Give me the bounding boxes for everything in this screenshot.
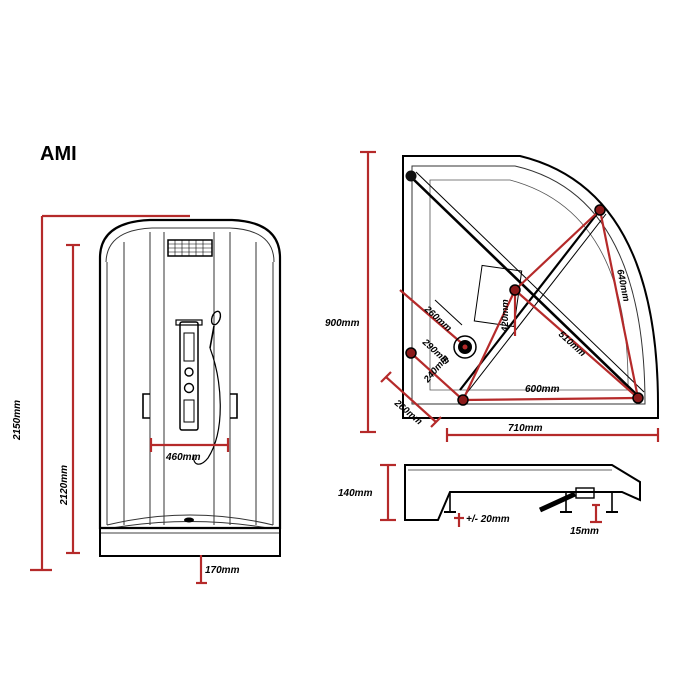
dim-line bbox=[598, 209, 640, 399]
corner-foot-marker bbox=[405, 170, 417, 182]
left-door-handle bbox=[142, 393, 150, 419]
hand-shower-handle bbox=[209, 325, 215, 349]
door-width-label: 460mm bbox=[165, 452, 201, 463]
tray-inner-curve bbox=[106, 514, 274, 526]
dim-line bbox=[514, 289, 639, 399]
short-vertical-label: 420mm bbox=[500, 299, 511, 333]
total-height-label: 2150mm bbox=[12, 400, 23, 441]
dim-line bbox=[385, 376, 437, 423]
dim-line bbox=[380, 371, 392, 383]
shower-head-grille bbox=[168, 240, 212, 256]
frame-bar-edge bbox=[465, 213, 607, 395]
foot-marker bbox=[509, 284, 521, 296]
dim-line bbox=[430, 416, 442, 428]
front-view: 2150mm 2120mm 460mm 170mm bbox=[12, 214, 282, 585]
basin-block bbox=[473, 264, 523, 328]
column-lower-panel bbox=[183, 399, 195, 423]
leg-adjust-label: +/- 20mm bbox=[466, 514, 510, 525]
frame-bar-edge bbox=[415, 171, 645, 393]
dim-line bbox=[514, 209, 601, 291]
glass-height-label: 2120mm bbox=[59, 465, 70, 506]
waste-trap bbox=[575, 487, 595, 499]
frame-detail bbox=[434, 299, 463, 326]
cabin-top-arc bbox=[105, 227, 275, 263]
foot-marker bbox=[405, 347, 417, 359]
right-door-handle bbox=[230, 393, 238, 419]
dim-line bbox=[410, 352, 464, 401]
frame-bar bbox=[409, 175, 639, 397]
diverter-knob bbox=[183, 382, 195, 394]
control-column bbox=[179, 321, 199, 431]
side-height-label: 140mm bbox=[338, 488, 373, 499]
drain-offset-a-label: 260mm bbox=[421, 303, 454, 334]
tray-side-profile bbox=[404, 464, 641, 521]
foot-marker bbox=[594, 204, 606, 216]
foot-marker bbox=[632, 392, 644, 404]
waste-offset-label: 15mm bbox=[570, 526, 599, 537]
tray-height-label: 170mm bbox=[205, 565, 240, 576]
cabin-outline bbox=[98, 218, 282, 530]
top-view: 900mm 710mm 260mm 600mm 640mm 510mm 420m… bbox=[325, 150, 660, 442]
front-diagonal-label: 600mm bbox=[525, 384, 560, 395]
dim-line bbox=[462, 396, 639, 402]
model-title: AMI bbox=[40, 143, 77, 165]
tray-top-outline bbox=[402, 155, 660, 419]
column-cap bbox=[175, 319, 203, 326]
control-display bbox=[183, 332, 195, 362]
mixer-knob bbox=[184, 367, 194, 377]
drain-outline bbox=[453, 335, 477, 359]
width-label: 710mm bbox=[508, 423, 543, 434]
waste-pipe bbox=[538, 491, 577, 513]
frame-bar bbox=[459, 209, 601, 391]
dim-line bbox=[399, 289, 466, 347]
shower-hose bbox=[193, 347, 221, 465]
dim-line bbox=[462, 289, 516, 401]
foot-marker bbox=[457, 394, 469, 406]
corner-side-label: 260mm bbox=[391, 397, 424, 427]
hand-shower-icon bbox=[210, 310, 222, 326]
side-view: 140mm +/- 20mm 15mm bbox=[338, 463, 641, 537]
drain-center bbox=[462, 344, 468, 350]
shower-tray-front bbox=[99, 527, 281, 557]
tray-inner-outline bbox=[411, 165, 646, 405]
drain-icon bbox=[184, 517, 194, 523]
depth-label: 900mm bbox=[325, 318, 360, 329]
